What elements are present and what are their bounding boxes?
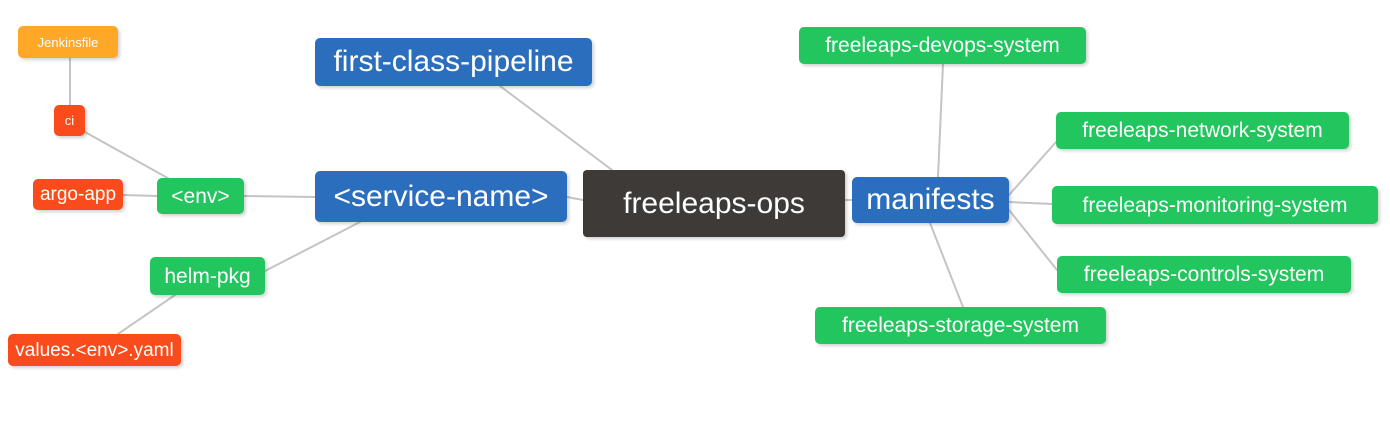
mindmap-node-freeleaps-storage-system[interactable]: freeleaps-storage-system	[815, 307, 1106, 344]
node-label: freeleaps-controls-system	[1083, 263, 1325, 286]
edge-helm-pkg-to-values-env-yaml	[117, 294, 176, 335]
node-label: argo-app	[39, 184, 117, 205]
mindmap-node-env[interactable]: <env>	[157, 178, 244, 214]
edge-env-to-service-name	[243, 195, 316, 198]
mindmap-node-freeleaps-devops-system[interactable]: freeleaps-devops-system	[799, 27, 1086, 64]
node-label: manifests	[866, 183, 995, 216]
node-label: values.<env>.yaml	[15, 339, 174, 361]
edge-manifests-to-freeleaps-devops-system	[937, 63, 944, 178]
mindmap-node-freeleaps-ops[interactable]: freeleaps-ops	[583, 170, 845, 237]
mindmap-node-freeleaps-monitoring-system[interactable]: freeleaps-monitoring-system	[1052, 186, 1378, 224]
node-label: freeleaps-monitoring-system	[1082, 193, 1348, 217]
edge-manifests-to-freeleaps-network-system	[1008, 141, 1057, 196]
mindmap-node-service-name[interactable]: <service-name>	[315, 171, 567, 222]
node-label: <env>	[171, 184, 230, 208]
mindmap-node-argo-app[interactable]: argo-app	[33, 179, 123, 210]
mindmap-node-manifests[interactable]: manifests	[852, 177, 1009, 223]
mindmap-node-jenkinsfile[interactable]: Jenkinsfile	[18, 26, 118, 58]
edge-manifests-to-freeleaps-monitoring-system	[1008, 201, 1053, 205]
edge-service-name-to-helm-pkg	[264, 221, 361, 272]
node-label: freeleaps-network-system	[1082, 119, 1323, 142]
mindmap-node-first-class-pipeline[interactable]: first-class-pipeline	[315, 38, 592, 86]
node-label: helm-pkg	[164, 264, 251, 288]
node-label: Jenkinsfile	[37, 34, 99, 50]
edge-manifests-to-freeleaps-controls-system	[1008, 209, 1058, 271]
edge-service-name-to-freeleaps-ops	[566, 196, 584, 201]
node-label: freeleaps-storage-system	[842, 314, 1079, 337]
node-label: freeleaps-devops-system	[825, 34, 1060, 57]
mindmap-node-ci[interactable]: ci	[54, 105, 85, 136]
edge-manifests-to-freeleaps-storage-system	[929, 222, 964, 308]
edge-first-class-pipeline-to-freeleaps-ops	[499, 85, 613, 171]
mindmap-node-freeleaps-controls-system[interactable]: freeleaps-controls-system	[1057, 256, 1351, 293]
node-label: ci	[64, 113, 75, 128]
mindmap-node-values-env-yaml[interactable]: values.<env>.yaml	[8, 334, 181, 366]
node-label: first-class-pipeline	[333, 45, 574, 78]
node-label: freeleaps-ops	[623, 186, 805, 220]
edge-argo-app-to-env	[122, 194, 158, 197]
node-label: <service-name>	[333, 179, 549, 213]
mindmap-node-helm-pkg[interactable]: helm-pkg	[150, 257, 265, 295]
mindmap-node-freeleaps-network-system[interactable]: freeleaps-network-system	[1056, 112, 1349, 149]
